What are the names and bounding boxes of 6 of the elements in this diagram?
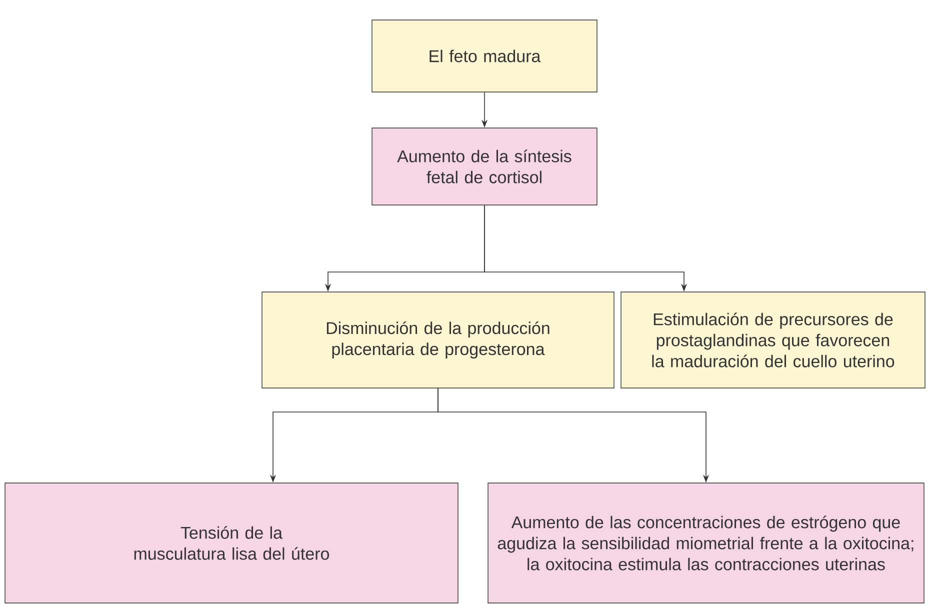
process-box: Estimulación de precursores de prostaglandinas que favorecen la maduración del cuello uterino xyxy=(620,292,926,388)
process-box: Disminución de la producción placentaria de progesterona xyxy=(262,292,614,388)
process-box: Tensión de la musculatura lisa del útero xyxy=(4,482,458,604)
process-box: Aumento de las concentraciones de estrógeno que agudiza la sensibilidad miometrial frente a la oxitocina; la oxitocina estimula las contracciones uterinas xyxy=(488,482,924,604)
process-box: El feto madura xyxy=(372,20,598,92)
process-box: Aumento de la síntesis fetal de cortisol xyxy=(372,128,598,206)
